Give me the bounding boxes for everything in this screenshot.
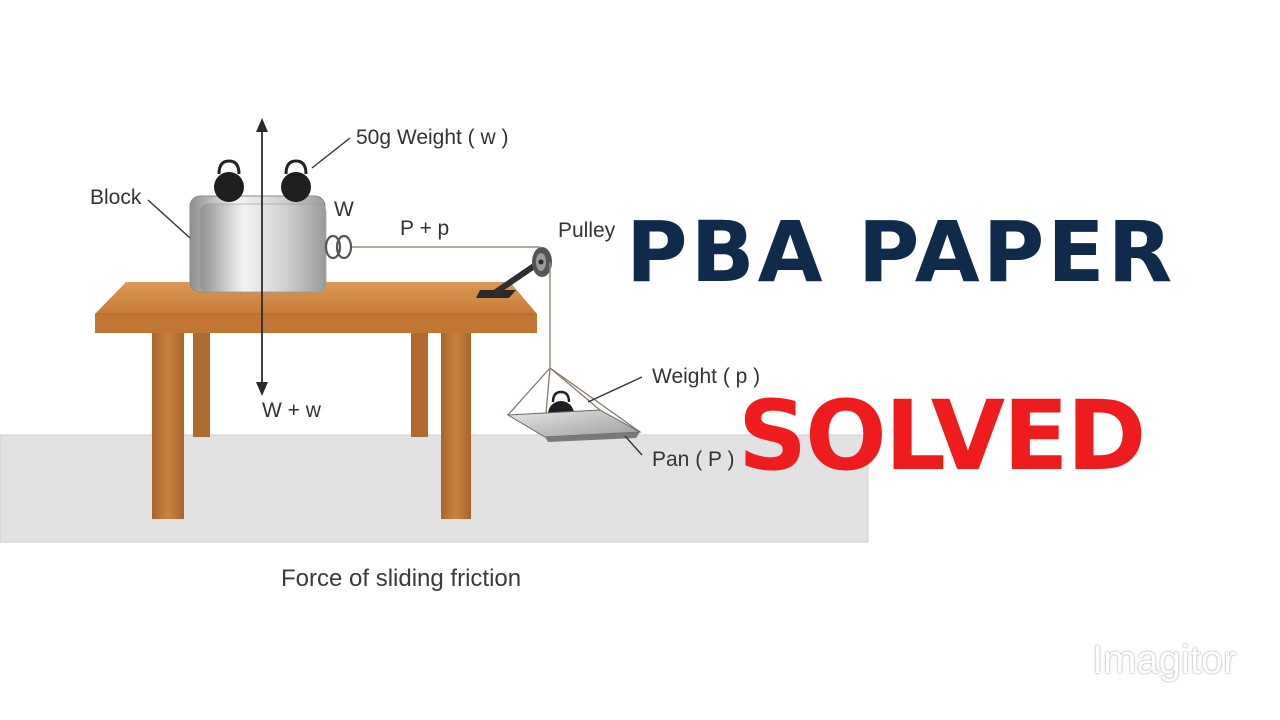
pan — [506, 409, 642, 442]
diagram-caption: Force of sliding friction — [281, 565, 521, 592]
block — [189, 195, 327, 293]
label-block-weight: W — [334, 198, 354, 221]
floor — [0, 434, 869, 543]
label-pulley: Pulley — [558, 219, 616, 242]
normal-force-arrow — [256, 118, 268, 396]
pulley-clamp — [476, 259, 543, 298]
label-pan: Pan ( P ) — [652, 448, 734, 471]
block-hook-rings — [324, 234, 353, 260]
pulley-wheel — [532, 247, 552, 277]
table-leg-back-right — [411, 332, 428, 437]
table-leg-front-left — [152, 333, 184, 519]
label-block: Block — [90, 186, 142, 209]
title-pba-paper: PBA PAPER — [626, 203, 1176, 301]
pan-strings — [507, 367, 641, 433]
label-string-tension: P + p — [400, 217, 449, 240]
block-weight-left-icon — [214, 159, 244, 202]
title-solved: SOLVED — [738, 380, 1146, 492]
leader-lines — [147, 137, 643, 456]
watermark-logo: Imagitor — [1092, 638, 1237, 682]
label-downward-force: W + w — [262, 399, 322, 422]
label-pan-weight: Weight ( p ) — [652, 365, 760, 388]
table-leg-back-left — [193, 332, 210, 437]
label-50g-weight: 50g Weight ( w ) — [356, 126, 509, 149]
block-weight-right-icon — [281, 159, 311, 202]
table-leg-front-right — [441, 333, 471, 519]
